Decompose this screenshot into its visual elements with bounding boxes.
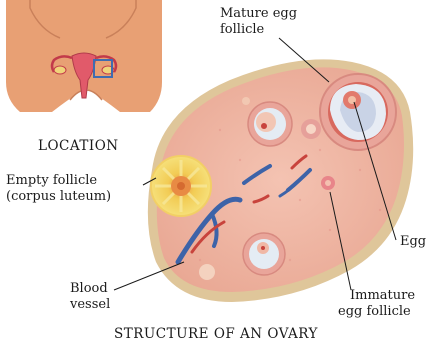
diagram-caption: STRUCTURE OF AN OVARY (114, 326, 318, 342)
label-mature-egg-follicle-line1: Mature egg (220, 6, 297, 22)
location-figure (6, 0, 162, 112)
follicle-3 (301, 119, 321, 139)
follicle-bottom-left (199, 264, 215, 280)
label-empty-follicle-line2: (corpus luteum) (6, 189, 111, 205)
follicle-small-top (242, 97, 250, 105)
label-egg: Egg (400, 234, 426, 250)
label-blood-vessel-line2: vessel (70, 297, 110, 313)
label-immature-follicle-line2: egg follicle (338, 304, 411, 320)
mature-follicle (320, 74, 396, 150)
location-caption: LOCATION (38, 138, 119, 154)
corpus-luteum (151, 156, 211, 216)
label-immature-follicle-line1: Immature (350, 288, 415, 304)
label-blood-vessel-line1: Blood (70, 281, 108, 297)
follicle-bottom (243, 233, 285, 275)
immature-follicle (321, 176, 335, 190)
ovary-cross-section (148, 59, 413, 302)
follicle-2 (248, 102, 292, 146)
egg-cell (348, 96, 356, 104)
label-empty-follicle-line1: Empty follicle (6, 173, 97, 189)
label-mature-egg-follicle-line2: follicle (220, 22, 264, 38)
